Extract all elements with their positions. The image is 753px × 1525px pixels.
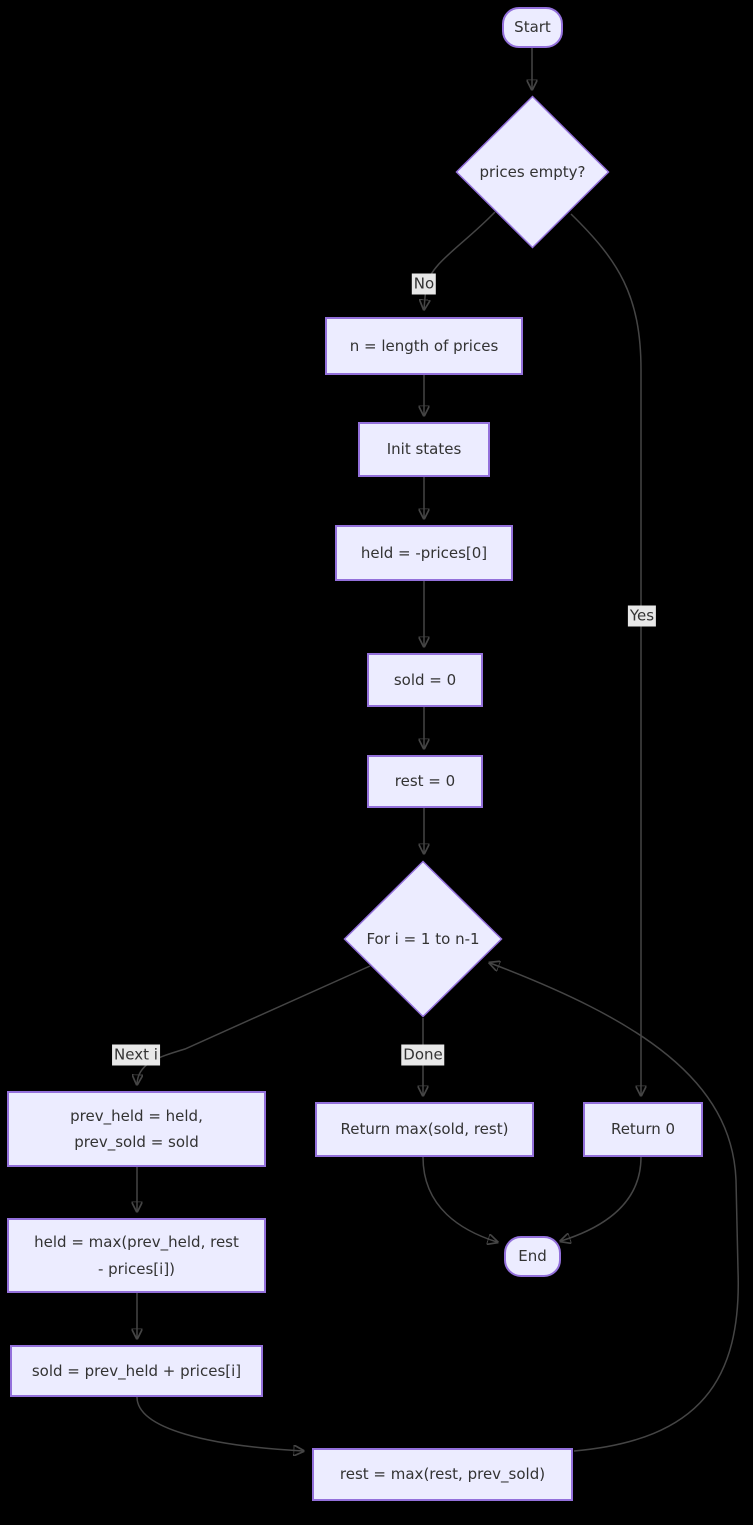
node-sold-init: sold = 0 — [367, 653, 483, 707]
node-return-max: Return max(sold, rest) — [315, 1102, 534, 1157]
node-prices-empty: prices empty? — [455, 95, 610, 249]
node-n-length: n = length of prices — [325, 317, 523, 375]
diamond-shape — [343, 860, 503, 1018]
node-return-max-label: Return max(sold, rest) — [340, 1120, 509, 1139]
edge-rest-update-to-loop — [490, 963, 739, 1452]
diamond-shape — [455, 95, 610, 249]
node-held-init: held = -prices[0] — [335, 525, 513, 581]
node-sold-update: sold = prev_held + prices[i] — [10, 1345, 263, 1397]
node-prev-assign: prev_held = held, prev_sold = sold — [7, 1091, 266, 1167]
edge-sold-update-to-rest-update — [136, 1396, 303, 1451]
edge-return-zero-to-end — [561, 1156, 642, 1241]
node-loop-label: For i = 1 to n-1 — [366, 929, 480, 948]
node-loop: For i = 1 to n-1 — [343, 860, 503, 1018]
node-rest-init-label: rest = 0 — [394, 772, 456, 791]
node-prev-assign-label: prev_held = held, prev_sold = sold — [70, 1106, 203, 1151]
node-held-init-label: held = -prices[0] — [360, 543, 488, 562]
node-end: End — [504, 1236, 561, 1277]
node-held-update: held = max(prev_held, rest - prices[i]) — [7, 1218, 266, 1293]
edge-loop-next-to-prev-assign — [137, 965, 371, 1084]
node-n-length-label: n = length of prices — [349, 336, 499, 355]
edge-label-done: Done — [401, 1044, 445, 1066]
node-init-states: Init states — [358, 422, 490, 477]
node-init-states-label: Init states — [386, 440, 462, 459]
edge-return-max-to-end — [422, 1156, 497, 1242]
node-sold-update-label: sold = prev_held + prices[i] — [31, 1361, 242, 1380]
node-prices-empty-label: prices empty? — [479, 162, 586, 181]
node-rest-update: rest = max(rest, prev_sold) — [312, 1448, 573, 1501]
node-end-label: End — [518, 1247, 547, 1266]
node-start: Start — [502, 7, 563, 48]
node-rest-update-label: rest = max(rest, prev_sold) — [339, 1465, 546, 1484]
edge-prices-empty-yes-to-return-zero — [570, 213, 641, 1095]
node-sold-init-label: sold = 0 — [393, 670, 457, 689]
edge-label-next-i: Next i — [112, 1044, 160, 1066]
node-return-zero: Return 0 — [583, 1102, 703, 1157]
edge-label-yes: Yes — [627, 605, 657, 627]
edge-label-no: No — [411, 273, 437, 295]
node-held-update-label: held = max(prev_held, rest - prices[i]) — [34, 1233, 239, 1278]
node-return-zero-label: Return 0 — [610, 1120, 676, 1139]
node-start-label: Start — [514, 18, 551, 37]
node-rest-init: rest = 0 — [367, 755, 483, 808]
